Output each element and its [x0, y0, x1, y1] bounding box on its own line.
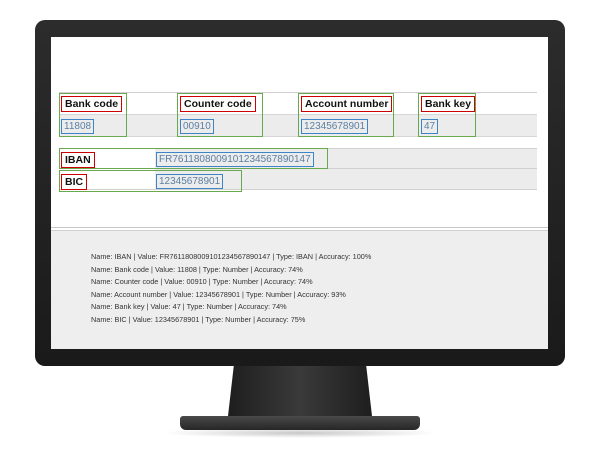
- iban-value[interactable]: FR7611808009101234567890147: [156, 152, 314, 167]
- result-line-bic: Name: BIC | Value: 12345678901 | Type: N…: [91, 314, 306, 324]
- bank-key-value[interactable]: 47: [421, 119, 439, 134]
- bic-label: BIC: [61, 174, 88, 190]
- counter-code-label: Counter code: [180, 96, 256, 112]
- bank-code-label: Bank code: [61, 96, 123, 112]
- iban-label-cell: [59, 149, 155, 168]
- monitor-stand-base: [180, 416, 420, 430]
- account-number-detection-box: [298, 93, 394, 137]
- extraction-results-list: Name: IBAN | Value: FR761180800910123456…: [91, 251, 371, 327]
- bank-key-label: Bank key: [421, 96, 476, 112]
- result-line-iban: Name: IBAN | Value: FR761180800910123456…: [91, 252, 372, 261]
- account-number-label: Account number: [301, 96, 393, 112]
- bic-value[interactable]: 12345678901: [156, 174, 224, 189]
- result-line-bank-key: Name: Bank key | Value: 47 | Type: Numbe…: [91, 302, 287, 312]
- account-number-value[interactable]: 12345678901: [301, 119, 369, 134]
- monitor-stand-neck: [228, 366, 372, 416]
- bank-key-detection-box: [418, 93, 476, 137]
- iban-label: IBAN: [61, 152, 95, 168]
- bank-code-value[interactable]: 11808: [61, 119, 95, 134]
- bic-detection-box: [59, 170, 242, 192]
- counter-code-detection-box: [177, 93, 263, 137]
- bank-details-table: Bank code 11808 Counter code 00910 Accou…: [59, 92, 537, 137]
- bic-value-cell: [155, 169, 537, 189]
- iban-value-cell: [155, 149, 537, 168]
- extraction-results-panel: Name: IBAN | Value: FR761180800910123456…: [51, 230, 548, 349]
- monitor-base-shadow: [160, 428, 440, 438]
- result-line-counter-code: Name: Counter code | Value: 00910 | Type…: [91, 277, 313, 287]
- bank-code-detection-box: [59, 93, 127, 137]
- results-divider: [51, 227, 548, 228]
- counter-code-value[interactable]: 00910: [180, 119, 214, 134]
- monitor-screen: Bank code 11808 Counter code 00910 Accou…: [51, 37, 548, 349]
- result-line-account-number: Name: Account number | Value: 1234567890…: [91, 289, 346, 299]
- result-line-bank-code: Name: Bank code | Value: 11808 | Type: N…: [91, 264, 303, 274]
- iban-detection-box: [59, 148, 328, 169]
